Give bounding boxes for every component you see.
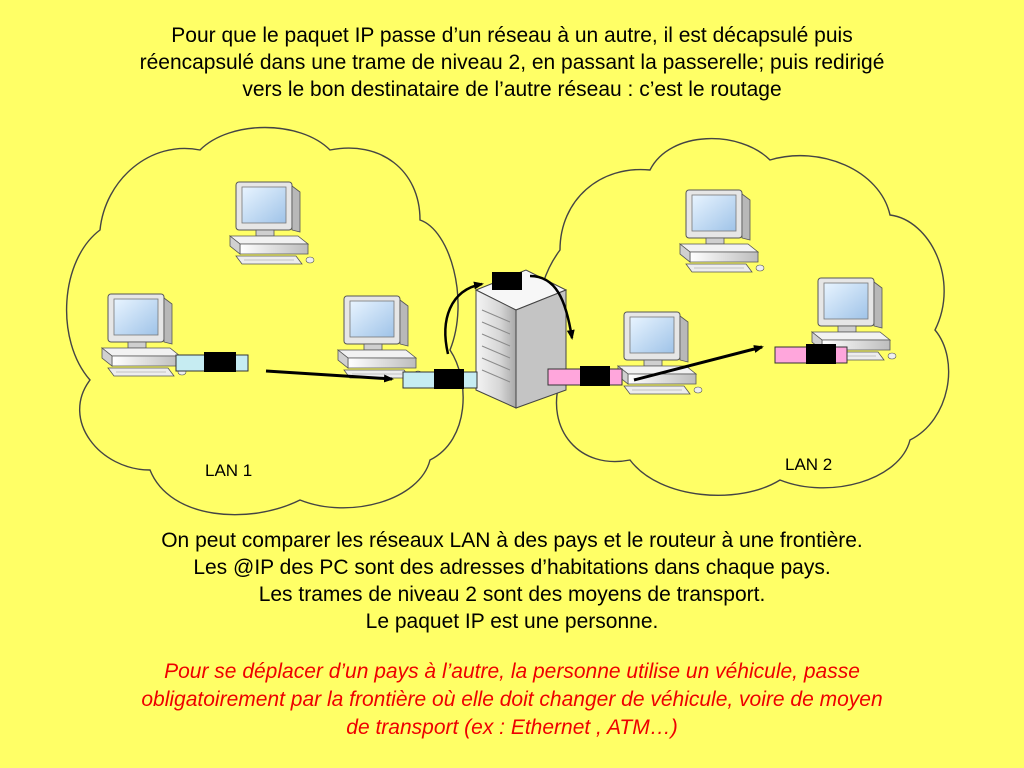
- pc-icon: [617, 311, 703, 395]
- arrow-icon: [529, 274, 575, 340]
- comparison-text: On peut comparer les réseaux LAN à des p…: [40, 527, 984, 635]
- analogy-line: obligatoirement par la frontière où elle…: [141, 688, 883, 711]
- body-line: Le paquet IP est une personne.: [365, 610, 659, 633]
- lan2-label: LAN 2: [785, 455, 832, 474]
- pc-icon: [679, 189, 765, 273]
- ip-packet-icon: [492, 272, 522, 290]
- ip-packet-icon: [806, 344, 836, 364]
- analogy-text: Pour se déplacer d’un pays à l’autre, la…: [40, 658, 984, 742]
- analogy-line: de transport (ex : Ethernet , ATM…): [346, 716, 678, 739]
- title-line: Pour que le paquet IP passe d’un réseau …: [171, 24, 853, 47]
- arrow-icon: [265, 369, 394, 383]
- ip-packet-icon: [580, 366, 610, 386]
- pc-icon: [229, 181, 315, 265]
- title-line: réencapsulé dans une trame de niveau 2, …: [139, 51, 885, 74]
- body-line: Les trames de niveau 2 sont des moyens d…: [258, 583, 766, 606]
- title-line: vers le bon destinataire de l’autre rése…: [242, 78, 782, 101]
- arrow-icon: [633, 345, 764, 382]
- lan1-cloud: [65, 126, 464, 516]
- pc-icon: [101, 293, 187, 377]
- arrow-icon: [444, 281, 484, 355]
- body-line: On peut comparer les réseaux LAN à des p…: [161, 529, 863, 552]
- analogy-line: Pour se déplacer d’un pays à l’autre, la…: [164, 660, 860, 683]
- slide-title: Pour que le paquet IP passe d’un réseau …: [40, 22, 984, 103]
- body-line: Les @IP des PC sont des adresses d’habit…: [193, 556, 831, 579]
- ip-packet-icon: [434, 369, 464, 389]
- pc-icon: [337, 295, 423, 379]
- lan1-label: LAN 1: [205, 461, 252, 480]
- ip-packet-icon: [204, 352, 236, 372]
- server-icon: [474, 269, 568, 409]
- lan2-cloud: [536, 137, 950, 496]
